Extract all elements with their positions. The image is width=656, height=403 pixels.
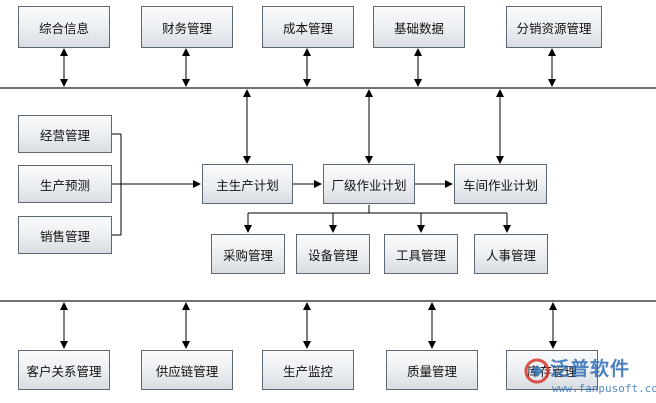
module-finance: 财务管理 <box>141 6 233 48</box>
module-crm: 客户关系管理 <box>18 350 110 390</box>
module-inventory: 库存管理 <box>506 350 598 390</box>
fanpusoft-logo-icon <box>524 358 550 384</box>
module-supply-chain: 供应链管理 <box>141 350 233 390</box>
watermark-url: www.fanpusoft.com <box>552 382 656 395</box>
module-tools: 工具管理 <box>384 234 458 274</box>
module-base-data: 基础数据 <box>373 6 465 48</box>
module-production-forecast: 生产预测 <box>18 165 112 203</box>
watermark-brand-text: 泛普软件 <box>550 358 631 380</box>
module-comprehensive-info: 综合信息 <box>18 6 110 48</box>
module-business-management: 经营管理 <box>18 115 112 153</box>
workshop-operation-plan: 车间作业计划 <box>454 164 547 204</box>
module-personnel: 人事管理 <box>474 234 548 274</box>
fanpusoft-watermark: 泛普软件 www.fanpusoft.com <box>520 354 656 400</box>
master-production-plan: 主生产计划 <box>202 164 293 204</box>
factory-operation-plan: 厂级作业计划 <box>323 164 415 204</box>
module-quality: 质量管理 <box>386 350 478 390</box>
module-sales-management: 销售管理 <box>18 216 112 254</box>
module-cost: 成本管理 <box>262 6 354 48</box>
module-distribution-resources: 分销资源管理 <box>506 6 602 48</box>
module-equipment: 设备管理 <box>296 234 370 274</box>
module-procurement: 采购管理 <box>211 234 285 274</box>
module-production-monitoring: 生产监控 <box>262 350 354 390</box>
